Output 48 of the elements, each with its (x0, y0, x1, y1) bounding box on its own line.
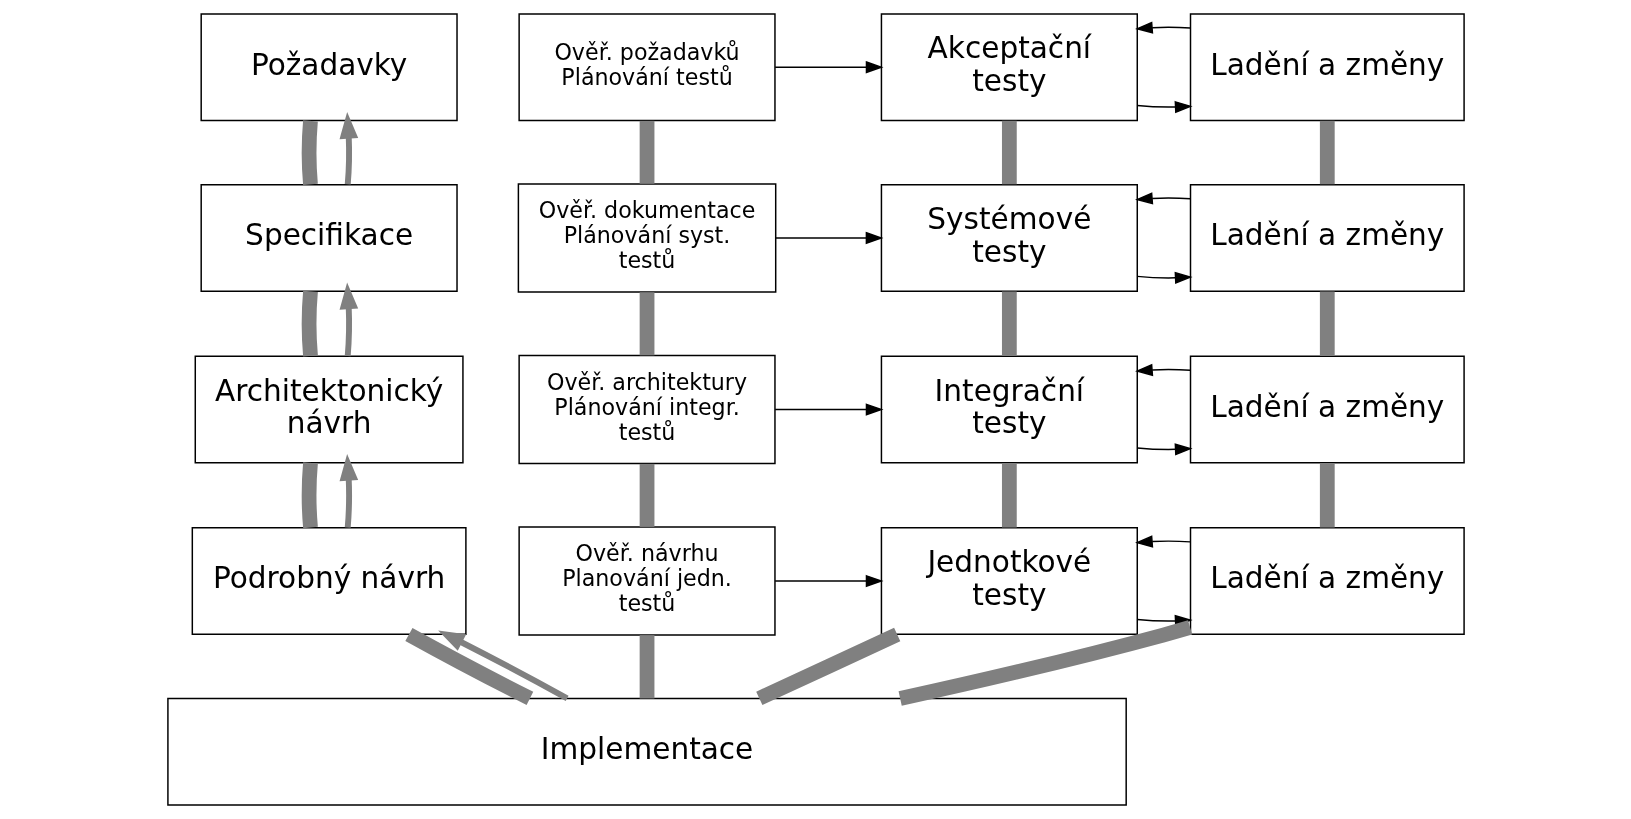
connector (639, 635, 654, 699)
node-box: Implementace (166, 697, 1127, 806)
node-box: Požadavky (199, 13, 458, 122)
connector (1319, 291, 1335, 356)
connector (301, 120, 318, 185)
node-box: Ověř. dokumentace Plánování syst. testů (517, 183, 776, 293)
arrow (1134, 192, 1191, 205)
arrow (773, 574, 883, 588)
connector (404, 628, 533, 705)
arrow (339, 454, 358, 528)
node-box: Jednotkové testy (880, 527, 1138, 635)
node-box: Architektonický návrh (194, 355, 464, 464)
node-box: Ladění a změny (1189, 184, 1465, 292)
arrow (1134, 363, 1191, 377)
arrow (773, 60, 883, 74)
node-box: Podrobný návrh (191, 527, 467, 635)
node-box: Ladění a změny (1189, 13, 1465, 122)
connector (639, 463, 654, 527)
connector (1319, 120, 1335, 185)
node-box: Ověř. architektury Plánování integr. testů (517, 354, 776, 465)
arrow (1134, 21, 1191, 34)
arrow (1136, 271, 1193, 285)
node-box: Integrační testy (880, 355, 1138, 464)
node-box: Systémové testy (880, 184, 1138, 292)
connector (301, 462, 318, 529)
connector (639, 120, 654, 184)
node-box: Ladění a změny (1189, 355, 1465, 464)
connector (639, 292, 654, 356)
node-box: Akceptační testy (880, 13, 1138, 122)
arrow (773, 403, 883, 416)
node-box: Ověř. požadavků Plánování testů (517, 13, 776, 122)
connector (898, 620, 1192, 706)
node-box: Ladění a změny (1189, 527, 1465, 635)
node-box: Specifikace (199, 184, 458, 292)
arrow (339, 111, 358, 185)
arrow (774, 231, 883, 245)
connector (1001, 291, 1017, 356)
arrow (1136, 100, 1193, 114)
connector (1319, 462, 1335, 528)
connector (755, 627, 900, 706)
arrow (1134, 535, 1191, 548)
arrow (1136, 443, 1193, 456)
connector (1001, 120, 1017, 185)
connector (1001, 462, 1017, 528)
arrow (339, 282, 358, 357)
node-box: Ověř. návrhu Planování jedn. testů (517, 526, 776, 636)
connector (301, 290, 318, 357)
arrow (437, 630, 569, 701)
